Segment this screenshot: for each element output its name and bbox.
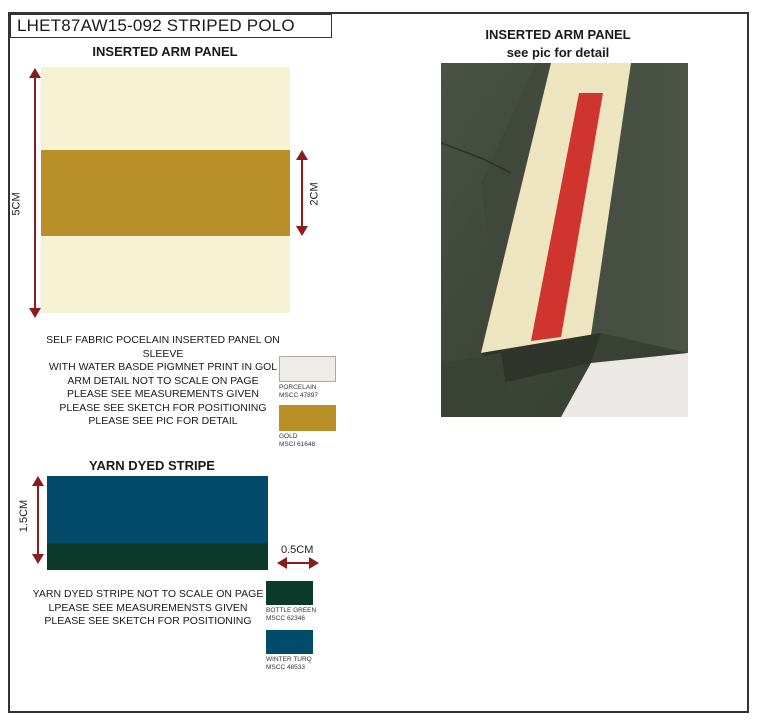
page-frame	[8, 12, 749, 713]
style-title: LHET87AW15-092 STRIPED POLO	[10, 14, 332, 38]
note-line: PLEASE SEE MEASUREMENTS GIVEN	[67, 388, 259, 400]
note-line: PLEASE SEE SKETCH FOR POSITIONING	[44, 615, 252, 627]
winter-turq-swatch	[266, 630, 313, 654]
photo-subheading: see pic for detail	[506, 45, 610, 60]
yarn-stripe-notes: YARN DYED STRIPE NOT TO SCALE ON PAGE LP…	[28, 588, 268, 629]
note-line: WITH WATER BASDE PIGMNET PRINT IN GOL	[48, 361, 278, 373]
note-line: YARN DYED STRIPE NOT TO SCALE ON PAGE	[32, 588, 264, 600]
stripe-width-dimension: 0.5CM	[281, 544, 314, 556]
porcelain-label: PORCELAIN MSCC 47897	[279, 384, 319, 399]
bottle-green-stripe	[47, 543, 268, 570]
photo-heading: INSERTED ARM PANEL	[485, 27, 631, 42]
stripe-height-dimension: 1.5CM	[18, 499, 31, 533]
gold-print-band	[41, 150, 290, 236]
porcelain-swatch	[279, 356, 336, 382]
arm-panel-heading: INSERTED ARM PANEL	[92, 44, 238, 59]
gold-label: GOLD MSCI 61648	[279, 433, 316, 448]
bottle-green-swatch	[266, 581, 313, 605]
height-dimension: 5CM	[10, 192, 23, 216]
band-dimension: 2CM	[308, 182, 321, 206]
note-line: SELF FABRIC POCELAIN INSERTED PANEL ON S…	[46, 334, 280, 360]
stripe-height-arrow	[32, 476, 44, 564]
arm-panel-notes: SELF FABRIC POCELAIN INSERTED PANEL ON S…	[28, 334, 298, 429]
note-line: ARM DETAIL NOT TO SCALE ON PAGE	[67, 374, 259, 387]
yarn-stripe-heading: YARN DYED STRIPE	[89, 458, 215, 473]
note-line: LPEASE SEE MEASUREMENSTS GIVEN	[48, 601, 248, 614]
gold-swatch	[279, 405, 336, 431]
note-line: PLEASE SEE SKETCH FOR POSITIONING	[59, 401, 267, 414]
note-line: PLEASE SEE PIC FOR DETAIL	[88, 415, 238, 427]
winter-turq-label: WINTER TURQ MSCC 48533	[266, 656, 312, 671]
band-height-arrow	[296, 150, 308, 236]
winter-turq-stripe	[47, 476, 268, 543]
sleeve-reference-photo	[441, 63, 688, 417]
stripe-width-arrow	[277, 557, 319, 569]
bottle-green-label: BOTTLE GREEN MSCC 62346	[266, 607, 317, 622]
height-arrow	[29, 68, 41, 318]
